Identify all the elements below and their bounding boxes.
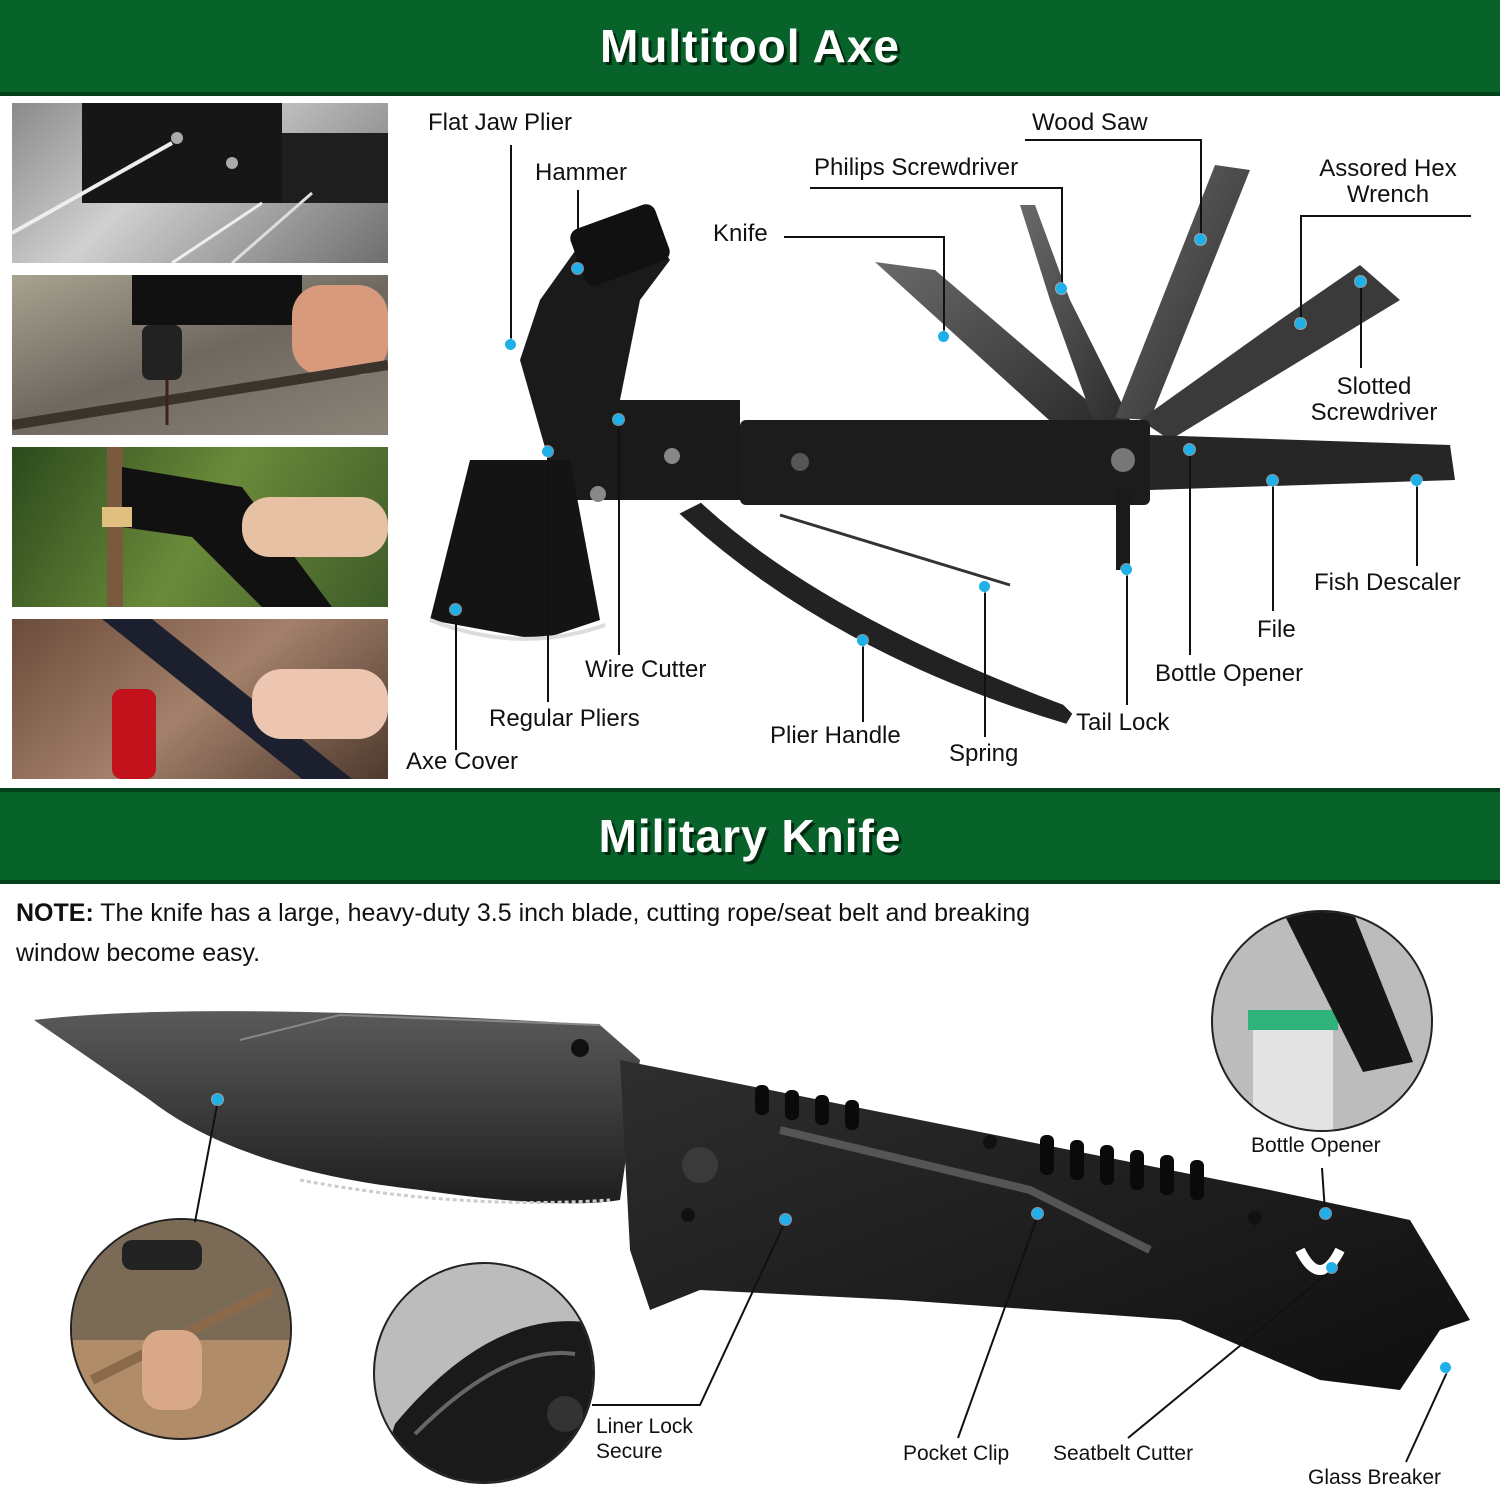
label-file: File (1257, 616, 1296, 643)
note-text: NOTE: The knife has a large, heavy-duty … (16, 899, 1031, 967)
callout-dot (1184, 444, 1195, 455)
photo-hammer-driving-nail (12, 275, 388, 435)
photo-axe-chopping-branch (12, 447, 388, 607)
label-philips-screwdriver: Philips Screwdriver (814, 154, 1019, 181)
leader-line (1189, 450, 1191, 655)
callout-dot (1326, 1262, 1337, 1273)
callout-dot (1121, 564, 1132, 575)
leader-line (984, 587, 986, 737)
label-wire-cutter: Wire Cutter (585, 656, 707, 683)
leader-line (455, 610, 457, 750)
callout-dot (1195, 234, 1206, 245)
inset-bottle-opener (1211, 910, 1433, 1132)
banner-multitool-axe: Multitool Axe (0, 0, 1500, 96)
leader-line (1300, 215, 1471, 217)
photo-bottle-opening (12, 619, 388, 779)
callout-dot (613, 414, 624, 425)
label-fish-descaler: Fish Descaler (1314, 569, 1461, 596)
label-bottle-opener: Bottle Opener (1251, 1134, 1381, 1157)
label-slotted-screwdriver: Slotted Screwdriver (1310, 373, 1438, 427)
callout-dot (979, 581, 990, 592)
banner-military-knife: Military Knife (0, 788, 1500, 884)
callout-dot (938, 331, 949, 342)
callout-dot (572, 263, 583, 274)
label-wood-saw: Wood Saw (1032, 109, 1148, 136)
label-pocket-clip: Pocket Clip (903, 1442, 1010, 1465)
label-axe-cover: Axe Cover (406, 748, 519, 775)
leader-line (1126, 570, 1128, 705)
label-regular-pliers: Regular Pliers (489, 705, 640, 732)
leader-line (547, 452, 549, 702)
callout-dot (1355, 276, 1366, 287)
leader-line (1416, 481, 1418, 566)
section-title: Multitool Axe (599, 20, 901, 72)
label-flat-jaw-plier: Flat Jaw Plier (428, 109, 573, 136)
label-hammer: Hammer (535, 159, 628, 186)
callout-dot (542, 446, 553, 457)
leader-line (784, 236, 944, 238)
callout-dot (780, 1214, 791, 1225)
inset-blade-cutting-stick (70, 1218, 292, 1440)
callout-dot (1440, 1362, 1451, 1373)
inset-liner-lock (373, 1262, 595, 1484)
callout-dot (1320, 1208, 1331, 1219)
leader-line (1061, 187, 1063, 287)
callout-dot (212, 1094, 223, 1105)
callout-dot (505, 339, 516, 350)
leader-line (577, 190, 579, 270)
label-liner-lock: Liner Lock Secure (596, 1415, 693, 1464)
leader-line (862, 640, 864, 722)
label-plier-handle: Plier Handle (770, 722, 901, 749)
label-hex-wrench: Assored Hex Wrench (1319, 155, 1457, 209)
leader-line (1272, 481, 1274, 611)
label-seatbelt-cutter: Seatbelt Cutter (1053, 1442, 1194, 1465)
callout-dot (1295, 318, 1306, 329)
callout-dot (1032, 1208, 1043, 1219)
label-knife: Knife (713, 220, 768, 247)
label-tail-lock: Tail Lock (1076, 709, 1170, 736)
multitool-axe-illustration (429, 165, 1455, 724)
leader-line (1025, 139, 1201, 141)
callout-dot (857, 635, 868, 646)
callout-dot (450, 604, 461, 615)
label-spring: Spring (949, 740, 1019, 767)
section-title: Military Knife (598, 810, 902, 862)
leader-line (618, 420, 620, 655)
label-glass-breaker: Glass Breaker (1308, 1466, 1442, 1489)
callout-dot (1056, 283, 1067, 294)
leader-line (1200, 139, 1202, 239)
label-bottle-opener: Bottle Opener (1155, 660, 1304, 687)
leader-line (510, 145, 512, 345)
leader-line (943, 236, 945, 336)
leader-line (1300, 215, 1302, 325)
photo-axe-cutting-wire (12, 103, 388, 263)
leader-line (810, 187, 1062, 189)
leader-line (1360, 283, 1362, 368)
callout-dot (1411, 475, 1422, 486)
callout-dot (1267, 475, 1278, 486)
